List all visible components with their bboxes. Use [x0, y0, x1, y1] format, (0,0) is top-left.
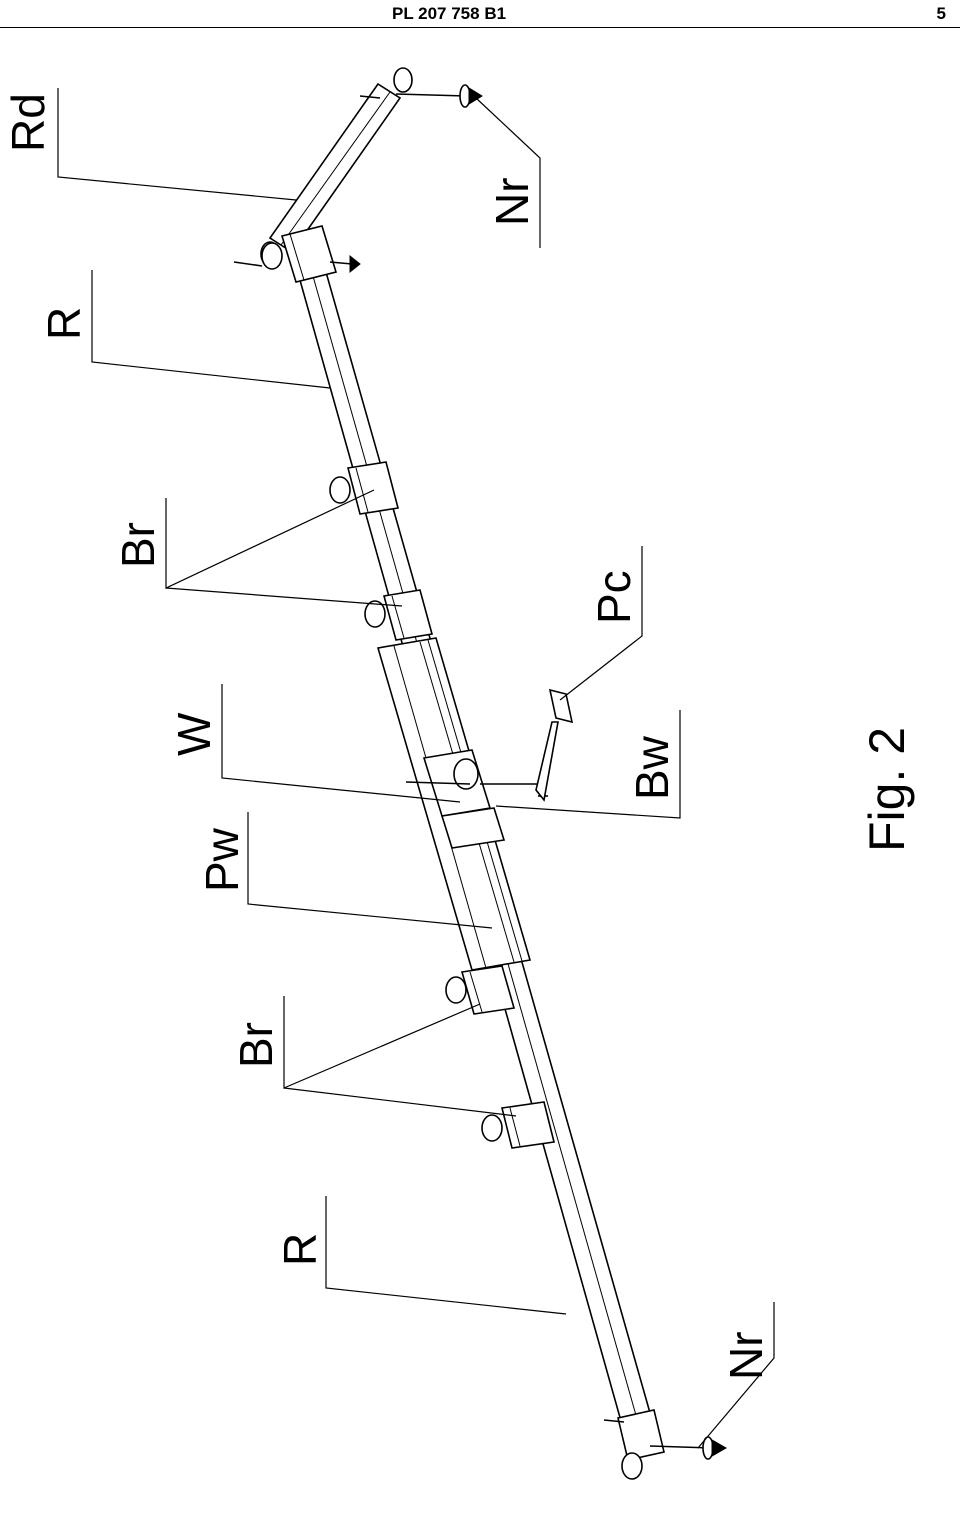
- label-nr-bottom: Nr: [720, 1331, 772, 1380]
- figure-caption: Fig. 2: [859, 727, 915, 852]
- clamp-knob: [329, 476, 351, 504]
- label-pw: Pw: [196, 827, 248, 892]
- label-nr-top: Nr: [486, 177, 538, 226]
- leader-lines: [57, 88, 775, 1449]
- label-pc: Pc: [588, 570, 640, 624]
- label-bw: Bw: [626, 735, 678, 800]
- label-br-top: Br: [112, 522, 164, 568]
- plate-pc: [548, 688, 574, 724]
- slide-block-br-4: [481, 1101, 555, 1149]
- label-w: W: [168, 712, 220, 756]
- rail-end-bottom: [603, 1409, 728, 1480]
- page-number: 5: [936, 4, 946, 23]
- clamp-knob: [393, 67, 413, 93]
- clamp-knob: [453, 758, 479, 790]
- slide-block-br-2: [364, 589, 434, 641]
- label-r-top: R: [38, 307, 90, 340]
- plumb-tip: [711, 1439, 728, 1457]
- document-number: PL 207 758 B1: [392, 4, 507, 23]
- label-r-bottom: R: [274, 1233, 326, 1266]
- clamp-knob: [621, 1452, 643, 1480]
- slide-block-br-1: [329, 461, 399, 515]
- clamp-knob: [261, 242, 283, 270]
- slide-block-br-3: [445, 965, 516, 1015]
- plumb-tip: [349, 254, 361, 274]
- clamp-knob: [364, 600, 386, 628]
- clamp-knob: [481, 1114, 503, 1142]
- rail-head-block: [261, 225, 361, 283]
- bracket-bw: [535, 721, 559, 802]
- plumb-tip: [468, 87, 483, 105]
- carriage-w: [405, 749, 546, 849]
- label-br-bottom: Br: [230, 1022, 282, 1068]
- cross-bar-rd: [233, 67, 483, 267]
- clamp-knob: [445, 976, 467, 1004]
- header-rule: [0, 27, 960, 28]
- label-rd: Rd: [2, 93, 54, 152]
